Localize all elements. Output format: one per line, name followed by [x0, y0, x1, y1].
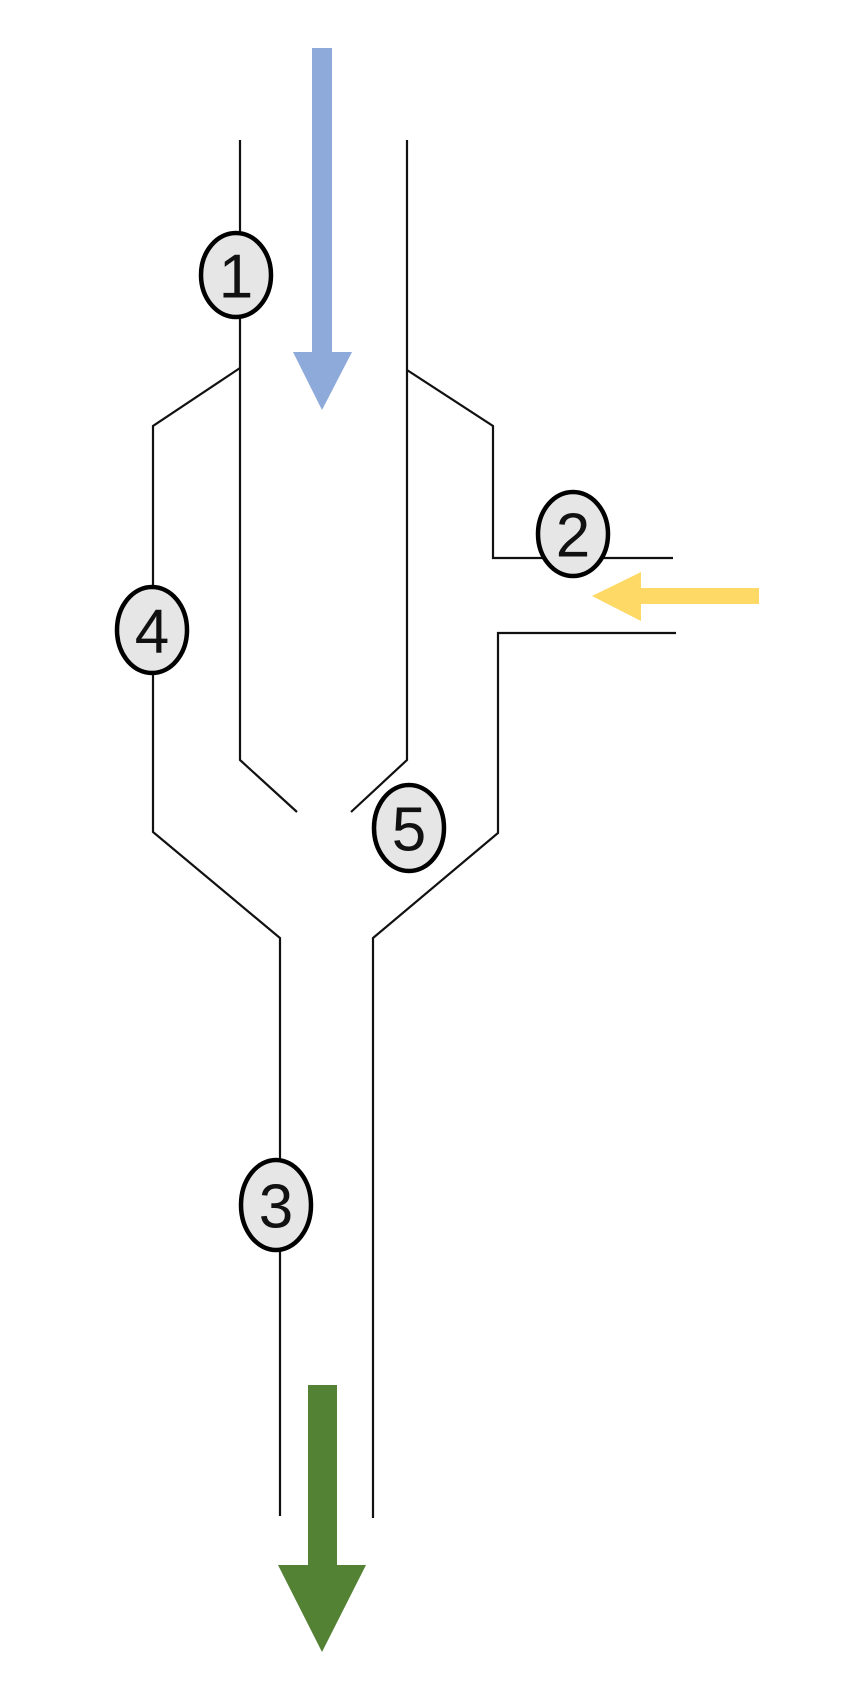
inner-tube-right-wall [350, 140, 409, 813]
marker-2: 2 [535, 489, 611, 579]
marker-4-label: 4 [135, 598, 169, 667]
marker-5-label: 5 [392, 796, 426, 865]
marker-2-label: 2 [556, 502, 590, 571]
outlet-bottom-arrow [278, 1385, 366, 1652]
inner-tube-left-wall [238, 140, 298, 813]
marker-1-label: 1 [219, 243, 253, 312]
marker-4: 4 [114, 584, 190, 676]
marker-3: 3 [238, 1157, 314, 1253]
outer-chamber-left-wall [151, 367, 282, 1516]
marker-1: 1 [198, 230, 274, 320]
outer-chamber-right-lower-wall [371, 631, 676, 1518]
inlet-side-arrow [592, 572, 759, 621]
marker-5: 5 [371, 782, 447, 874]
marker-3-label: 3 [259, 1173, 293, 1242]
inlet-top-arrow [293, 48, 352, 410]
